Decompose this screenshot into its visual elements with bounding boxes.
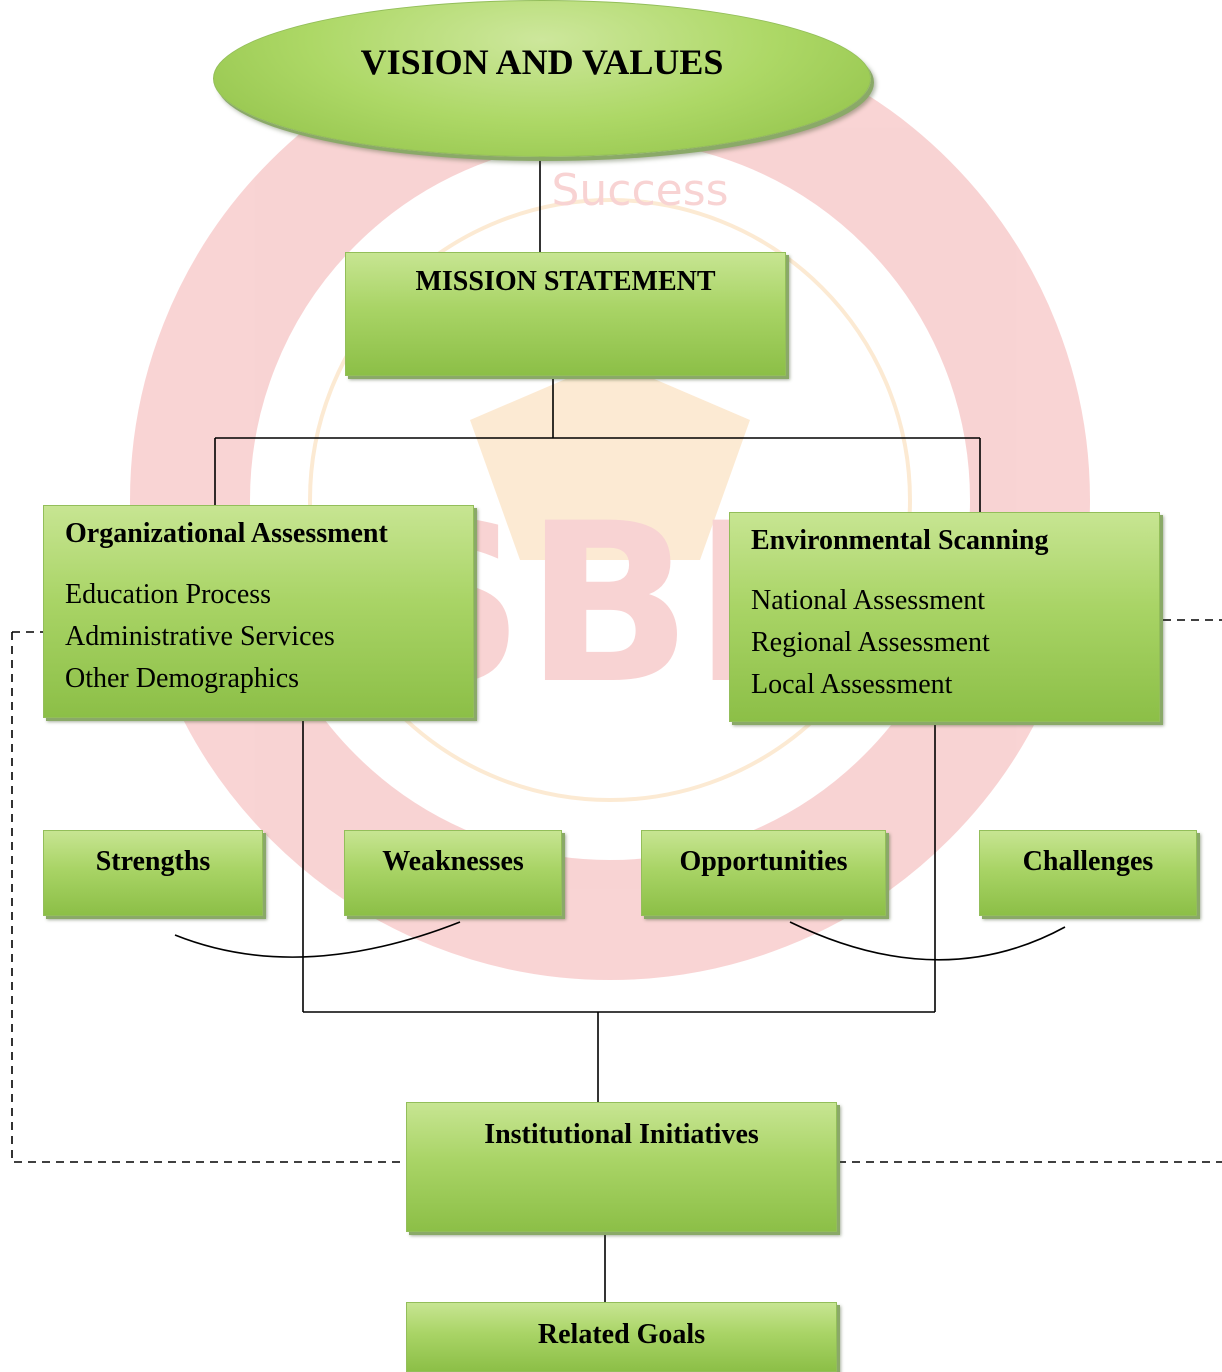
env-item-national-assessment: National Assessment <box>751 585 986 616</box>
challenges-box: Challenges <box>979 830 1197 916</box>
initiatives-title: Institutional Initiatives <box>484 1119 759 1150</box>
strengths-box: Strengths <box>43 830 263 916</box>
weaknesses-label: Weaknesses <box>382 846 524 877</box>
org-item-administrative-services: Administrative Services <box>65 621 335 652</box>
org-item-other-demographics: Other Demographics <box>65 663 300 694</box>
opportunities-label: Opportunities <box>679 846 848 877</box>
weaknesses-box: Weaknesses <box>344 830 562 916</box>
challenges-label: Challenges <box>1022 846 1154 877</box>
org-assessment-title: Organizational Assessment <box>65 518 388 549</box>
vision-ellipse: VISION AND VALUES <box>213 0 871 157</box>
environmental-scanning-box: Environmental Scanning National Assessme… <box>729 512 1160 722</box>
organizational-assessment-box: Organizational Assessment Education Proc… <box>43 505 474 718</box>
strengths-label: Strengths <box>95 846 211 877</box>
env-item-local-assessment: Local Assessment <box>751 669 953 700</box>
related-goals-box: Related Goals <box>406 1302 837 1372</box>
mission-title: MISSION STATEMENT <box>415 266 716 297</box>
institutional-initiatives-box: Institutional Initiatives <box>406 1102 837 1232</box>
env-scanning-title: Environmental Scanning <box>751 525 1049 556</box>
opportunities-box: Opportunities <box>641 830 886 916</box>
goals-title: Related Goals <box>537 1319 706 1350</box>
mission-statement-box: MISSION STATEMENT <box>345 252 786 376</box>
org-item-education-process: Education Process <box>65 579 272 610</box>
watermark-text: Success <box>551 165 728 216</box>
vision-title: VISION AND VALUES <box>360 42 724 82</box>
env-item-regional-assessment: Regional Assessment <box>751 627 990 658</box>
